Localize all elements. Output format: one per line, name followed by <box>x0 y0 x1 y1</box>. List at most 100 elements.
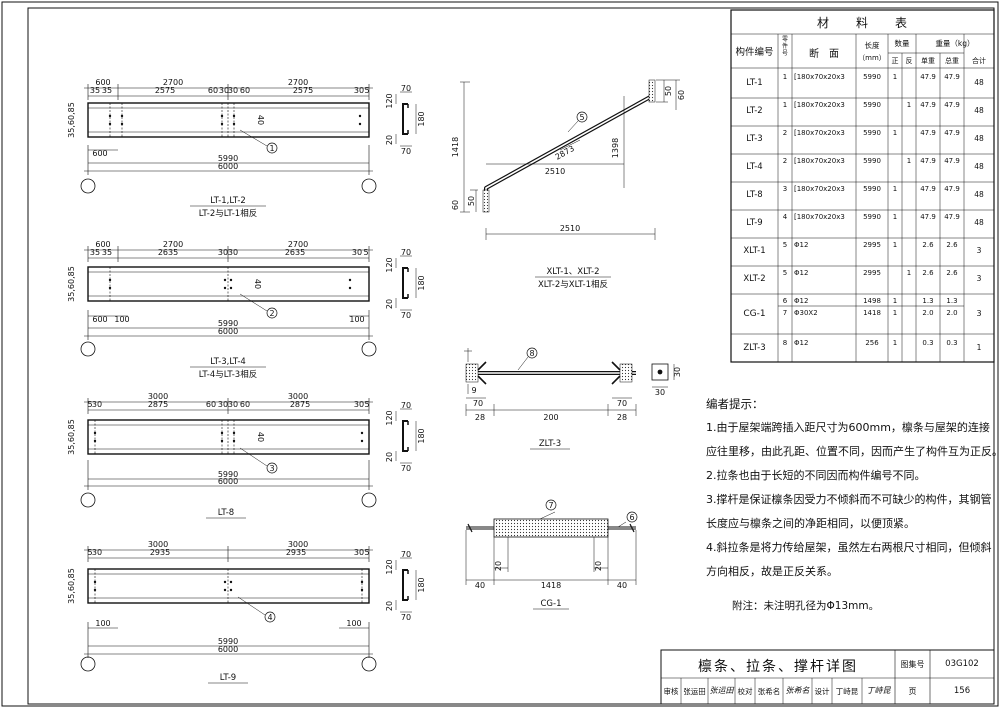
dim: 3000 <box>148 540 168 549</box>
sec-height: 180 <box>417 577 426 592</box>
dim-total: 6000 <box>218 477 238 486</box>
dim: 5 <box>364 86 369 95</box>
caption: CG-1 <box>541 599 562 609</box>
part-mark-num: 7 <box>548 501 553 510</box>
beam-body <box>87 102 370 138</box>
dim-total: 6000 <box>218 645 238 654</box>
sec-top: 120 <box>385 559 394 574</box>
part-mark-tube <box>545 499 557 511</box>
dim: 2635 <box>158 248 178 257</box>
dim: 60 <box>206 400 216 409</box>
dim: 200 <box>543 413 558 422</box>
dim: 5 <box>87 400 92 409</box>
beam-body <box>87 568 370 604</box>
dim: 60 <box>240 400 250 409</box>
dim: 50 <box>467 196 476 206</box>
dim: 5 <box>364 400 369 409</box>
caption: XLT-1、XLT-2 <box>546 267 599 277</box>
review-label: 审核 <box>663 687 679 696</box>
dim: 2575 <box>155 86 175 95</box>
note-line: 1.由于屋架端跨插入距尺寸为600mm，檩条与屋架的连接 <box>706 421 990 434</box>
dim: 60 <box>677 90 686 100</box>
dim: 35 <box>102 86 112 95</box>
dim-inner: 5990 <box>218 470 238 479</box>
beam-lt9: 4 3000 3000 5 30 2935 2935 30 5 35,60,85… <box>67 540 426 684</box>
sec-height: 180 <box>417 111 426 126</box>
part-mark <box>526 347 538 359</box>
dim: 2935 <box>286 548 306 557</box>
sec-height: 180 <box>417 428 426 443</box>
dim-rise: 1398 <box>611 138 620 158</box>
dim: 30 <box>228 400 238 409</box>
support-left <box>80 341 96 357</box>
hole-dim: 40 <box>253 279 262 289</box>
dim: 70 <box>473 399 483 408</box>
sec-flange-bottom: 70 <box>401 147 411 156</box>
caption: ZLT-3 <box>539 439 561 449</box>
dim-inner-w: 2510 <box>545 167 565 176</box>
notes-heading: 编者提示： <box>706 397 764 411</box>
part-mark <box>266 462 278 474</box>
dim: 30 <box>92 400 102 409</box>
dim: 2700 <box>163 240 183 249</box>
dim: 600 <box>92 315 107 324</box>
sec-bottom: 20 <box>385 601 394 611</box>
support-left <box>80 656 96 672</box>
dim: 2635 <box>285 248 305 257</box>
dim-inner: 5990 <box>218 319 238 328</box>
dim: 30 <box>92 548 102 557</box>
dim: 600 <box>92 149 107 158</box>
dim-total: 6000 <box>218 162 238 171</box>
review-name: 张运田 <box>683 687 706 696</box>
dim: 3000 <box>288 540 308 549</box>
hole-dim: 40 <box>256 432 265 442</box>
beam-body <box>87 266 370 302</box>
caption: LT-3,LT-4 <box>210 357 246 367</box>
dim: 40 <box>617 581 627 590</box>
part-mark <box>576 111 588 123</box>
dim: 30 <box>352 248 362 257</box>
dim: 2700 <box>288 240 308 249</box>
channel-section <box>402 569 408 601</box>
dim-height: 1418 <box>451 137 460 157</box>
dim: 2700 <box>288 78 308 87</box>
dim: 20 <box>494 561 503 571</box>
sec-flange-top: 70 <box>401 248 411 257</box>
dim: 30 <box>354 400 364 409</box>
part-mark-num: 6 <box>629 513 634 522</box>
dim: 30 <box>218 400 228 409</box>
dim: 60 <box>208 86 218 95</box>
dim: 30 <box>354 86 364 95</box>
title-block <box>660 649 995 705</box>
part-mark <box>266 307 278 319</box>
channel-section <box>402 420 408 452</box>
beam-lt12: 1 600 2700 2700 35 35 2575 60 30 30 60 2… <box>67 78 426 219</box>
dim: 50 <box>664 86 673 96</box>
dim: 2875 <box>290 400 310 409</box>
sec-bottom: 20 <box>385 299 394 309</box>
part-mark-num: 4 <box>267 613 272 622</box>
part-mark-num: 5 <box>579 113 584 122</box>
sec-flange-bottom: 70 <box>401 464 411 473</box>
check-name: 张希名 <box>757 687 781 696</box>
check-label: 校对 <box>737 687 753 696</box>
dim: 60 <box>240 86 250 95</box>
tie-rod <box>484 82 654 198</box>
caption: LT-1,LT-2 <box>210 196 246 206</box>
dim: 40 <box>475 581 485 590</box>
dim: 9 <box>471 386 476 395</box>
dim: 600 <box>95 78 110 87</box>
anchor-plate <box>651 363 669 381</box>
atlas-label: 图集号 <box>900 660 925 669</box>
dim: 28 <box>475 413 485 422</box>
dim: 5 <box>364 548 369 557</box>
atlas-no: 03G102 <box>945 659 979 669</box>
sec-top: 120 <box>385 410 394 425</box>
channel-section <box>402 103 408 135</box>
editor-notes: 编者提示： 1.由于屋架端跨插入距尺寸为600mm，檩条与屋架的连接应往里移，由… <box>706 392 1001 618</box>
dim: 3000 <box>288 392 308 401</box>
sec-height: 180 <box>417 275 426 290</box>
support-right <box>361 492 377 508</box>
